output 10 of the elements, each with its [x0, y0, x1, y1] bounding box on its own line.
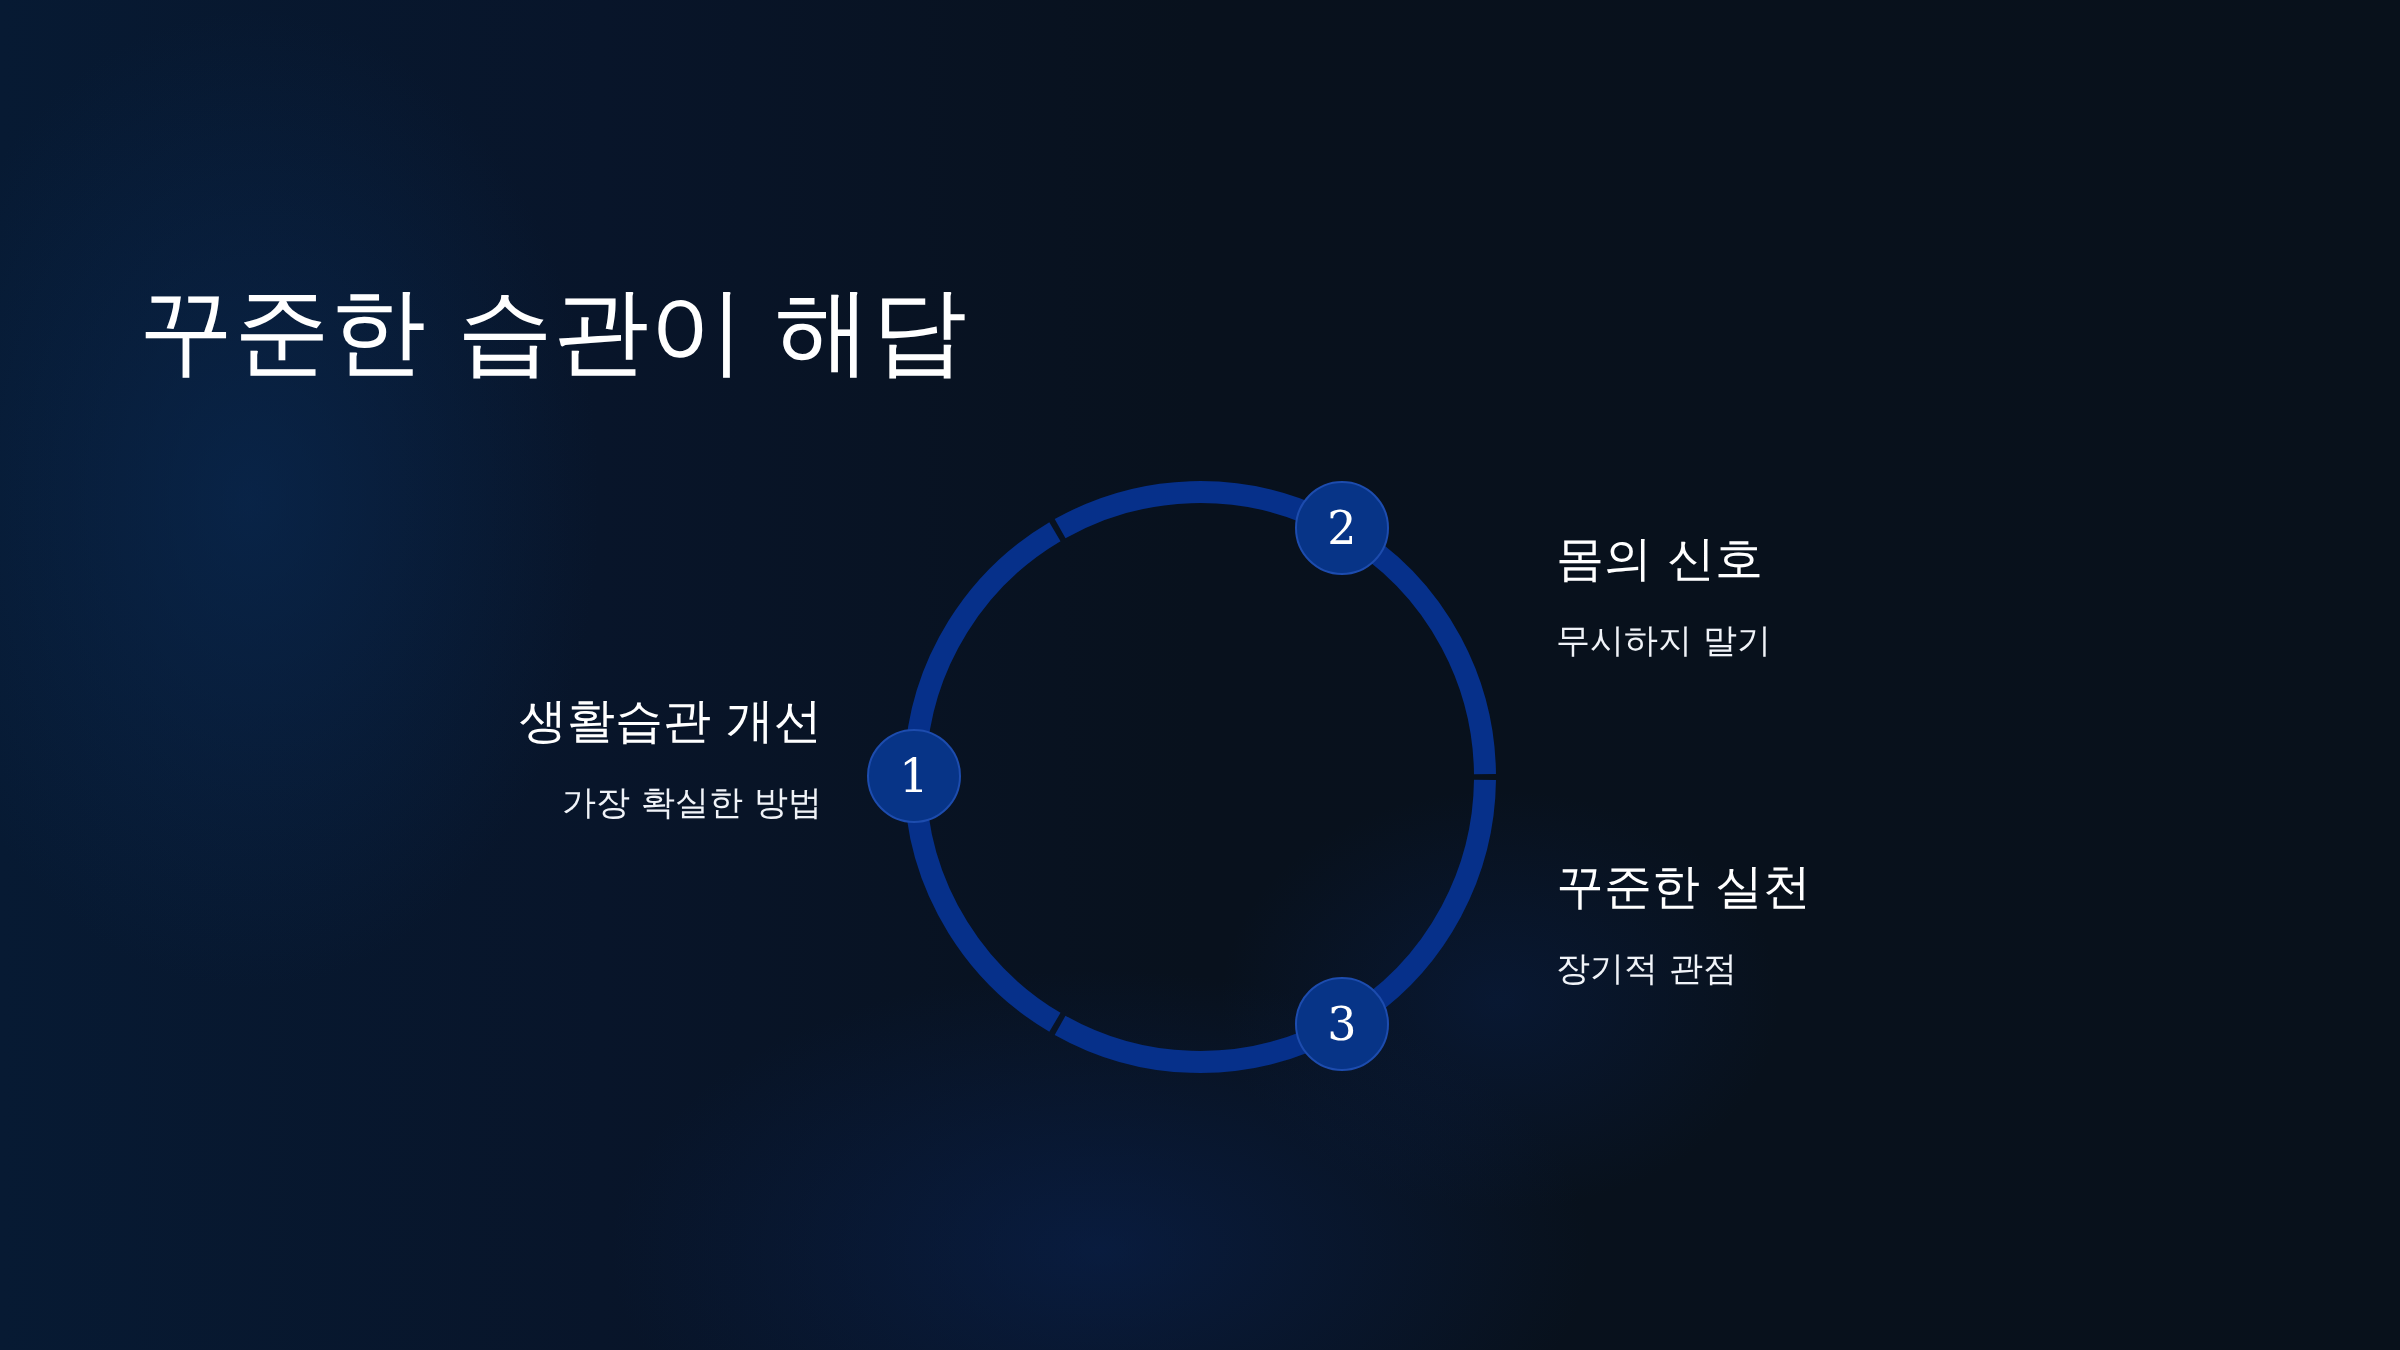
step-number-circle: 2: [1295, 481, 1389, 575]
step-description: 가장 확실한 방법: [562, 781, 822, 823]
title: 꾸준한 습관이 해답: [138, 274, 968, 389]
step-description: 무시하지 말기: [1556, 619, 1771, 661]
step-number-circle: 3: [1295, 977, 1389, 1071]
step-number-circle: 1: [867, 729, 961, 823]
step-heading: 꾸준한 실천: [1556, 858, 1812, 916]
step-heading: 몸의 신호: [1556, 530, 1764, 588]
step-heading: 생활습관 개선: [518, 692, 822, 750]
step-description: 장기적 관점: [1556, 947, 1737, 989]
